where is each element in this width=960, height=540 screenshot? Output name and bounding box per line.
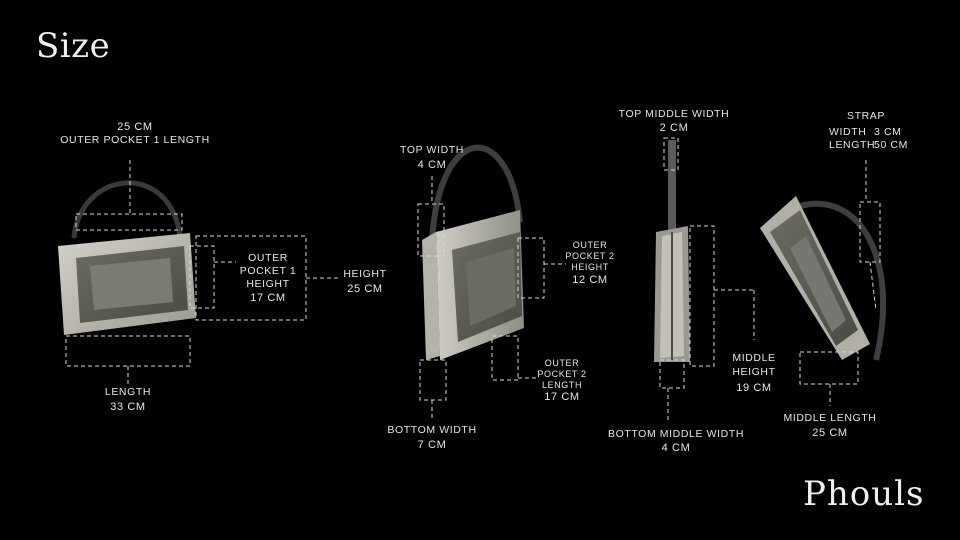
outer-pocket-2-height-value: 12 CM bbox=[572, 274, 608, 286]
open-strap bbox=[799, 200, 887, 361]
outer-pocket-height-line1: OUTER bbox=[248, 252, 288, 264]
top-middle-width-label: TOP MIDDLE WIDTH bbox=[618, 108, 730, 120]
outer-pocket-2-length-line1: OUTER bbox=[544, 358, 580, 368]
middle-height-line1: MIDDLE bbox=[732, 352, 776, 364]
outer-pocket-2-height-line1: OUTER bbox=[572, 240, 608, 250]
dimension-lines bbox=[65, 137, 881, 420]
open-pocket-inner bbox=[790, 236, 846, 332]
outer-pocket-height-value: 17 CM bbox=[250, 292, 286, 304]
side-gusset bbox=[422, 232, 440, 360]
bottom-middle-width-value: 4 CM bbox=[661, 442, 691, 454]
strap-width-value: 3 CM bbox=[874, 126, 902, 138]
front-strap bbox=[71, 180, 183, 239]
profile-bag bbox=[654, 140, 690, 362]
outer-pocket-2-length-line2: POCKET 2 bbox=[537, 369, 587, 379]
bottom-width-value: 7 CM bbox=[417, 439, 447, 451]
outer-pocket-length-value: 25 CM bbox=[117, 121, 153, 133]
outer-pocket-length-label: OUTER POCKET 1 LENGTH bbox=[60, 134, 210, 146]
strap-width-label: WIDTH bbox=[829, 126, 867, 138]
outer-pocket-2-height-line3: HEIGHT bbox=[571, 262, 609, 272]
side-angle-bag bbox=[422, 144, 524, 360]
top-width-value: 4 CM bbox=[417, 159, 447, 171]
height-label: HEIGHT bbox=[343, 268, 387, 280]
open-view-bag bbox=[760, 196, 887, 361]
bottom-middle-width-label: BOTTOM MIDDLE WIDTH bbox=[607, 428, 745, 440]
outer-pocket-height-line2: POCKET 1 bbox=[239, 265, 297, 277]
page-title: Size bbox=[36, 26, 111, 66]
top-width-label: TOP WIDTH bbox=[400, 144, 464, 156]
outer-pocket-2-length-value: 17 CM bbox=[544, 391, 580, 403]
length-value: 33 CM bbox=[110, 401, 146, 413]
middle-height-value: 19 CM bbox=[736, 382, 772, 394]
outer-pocket-2-height-line2: POCKET 2 bbox=[565, 251, 615, 261]
top-middle-width-value: 2 CM bbox=[659, 122, 689, 134]
length-label: LENGTH bbox=[104, 386, 152, 398]
profile-strap bbox=[668, 140, 676, 232]
front-pocket-inner bbox=[90, 258, 173, 310]
bottom-width-label: BOTTOM WIDTH bbox=[387, 424, 477, 436]
brand-logo: Phouls bbox=[803, 474, 925, 514]
strap-label: STRAP bbox=[846, 110, 885, 122]
outer-pocket-height-line3: HEIGHT bbox=[246, 278, 290, 290]
height-value: 25 CM bbox=[347, 283, 383, 295]
strap-length-value: 50 CM bbox=[874, 139, 908, 151]
middle-length-value: 25 CM bbox=[812, 427, 848, 439]
side-pocket-inner bbox=[466, 248, 516, 326]
strap-length-label: LENGTH bbox=[829, 139, 876, 151]
middle-height-line2: HEIGHT bbox=[732, 366, 776, 378]
middle-length-label: MIDDLE LENGTH bbox=[783, 412, 877, 424]
front-view-bag bbox=[58, 180, 196, 335]
side-strap bbox=[429, 144, 523, 241]
outer-pocket-2-length-line3: LENGTH bbox=[541, 380, 583, 390]
